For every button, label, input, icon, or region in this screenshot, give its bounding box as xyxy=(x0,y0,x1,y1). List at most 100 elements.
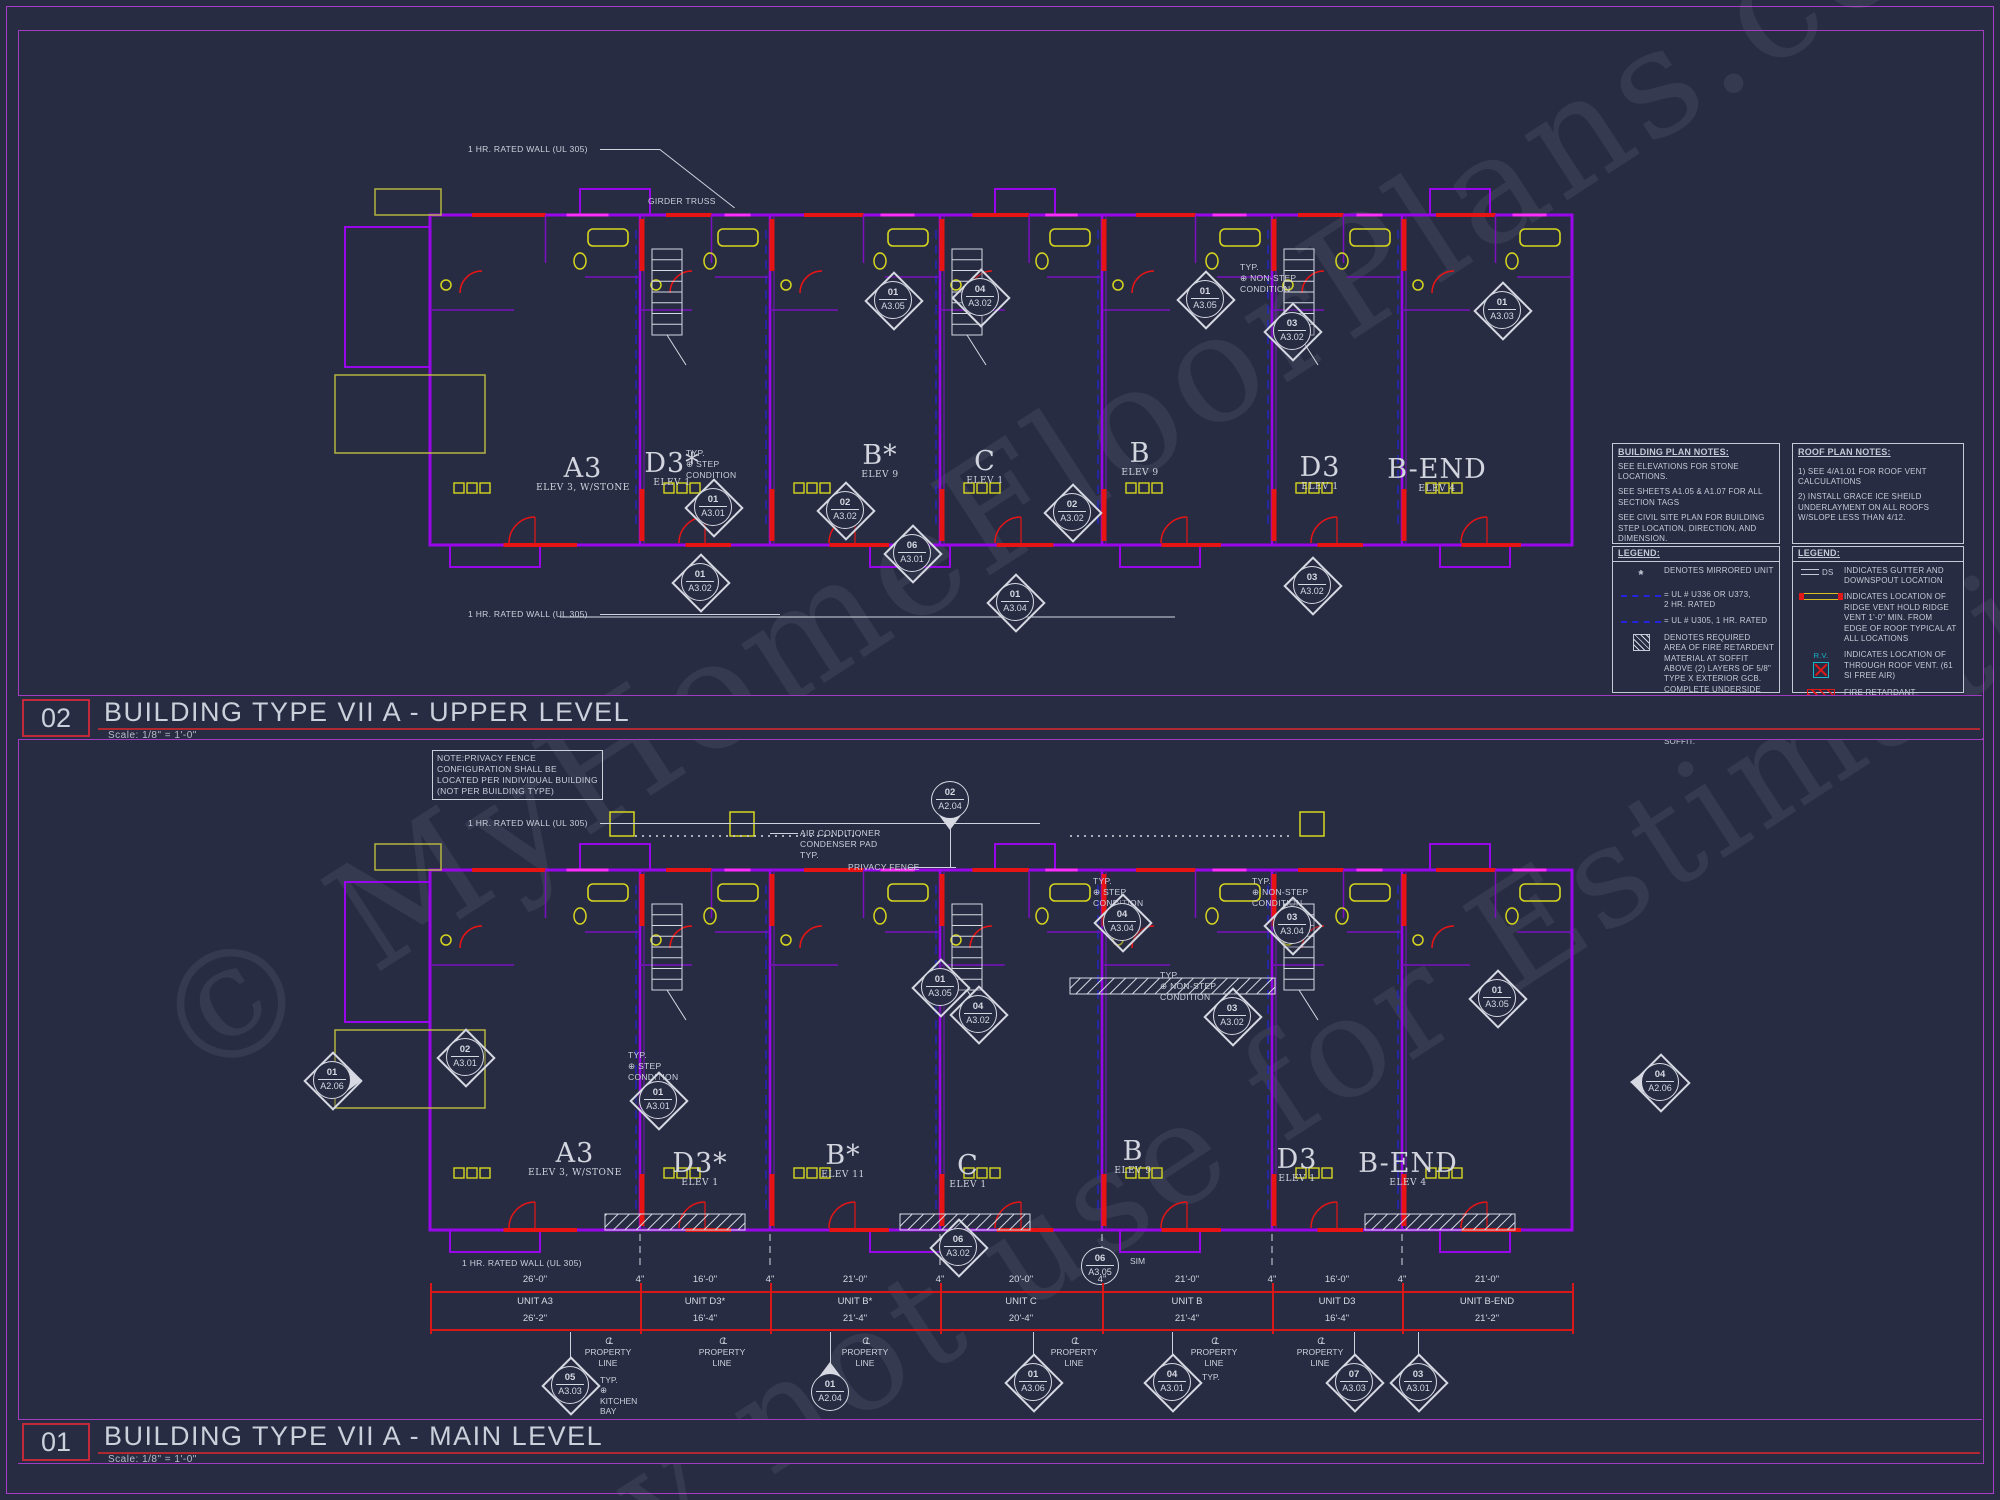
unit-name: UNIT B xyxy=(1171,1296,1203,1307)
rated-wall-label: 1 HR. RATED WALL (UL 305) xyxy=(468,818,588,828)
unit-name: UNIT B* xyxy=(837,1296,873,1307)
callout-number: 06 xyxy=(1094,1253,1106,1265)
note-item: 2) INSTALL GRACE ICE SHEILD UNDERLAYMENT… xyxy=(1798,492,1930,523)
non-step-note: TYP. ⊕ NON-STEP CONDITION xyxy=(1160,970,1217,1003)
upper-floor-plan-drawing xyxy=(334,188,1574,618)
gap-dimension: 4" xyxy=(635,1274,645,1285)
step-note: TYP. ⊕ STEP CONDITION xyxy=(686,448,737,481)
callout-sheet: A3.02 xyxy=(686,580,714,593)
callout-number: 01 xyxy=(652,1087,664,1099)
callout-sheet: A2.06 xyxy=(1646,1080,1674,1093)
dimension-value: 20'-4" xyxy=(1008,1313,1034,1324)
legend-title: LEGEND: xyxy=(1793,547,1963,562)
view-number: 01 xyxy=(22,1423,90,1461)
callout-sheet: A3.05 xyxy=(1086,1264,1114,1277)
rv-label: R.V. xyxy=(1813,651,1829,661)
leader-line xyxy=(770,833,798,834)
girder-truss-label: GIRDER TRUSS xyxy=(648,196,716,206)
callout-number: 01 xyxy=(1009,589,1021,601)
callout-sheet: A3.01 xyxy=(1158,1380,1186,1393)
dimension-value: 26'-0" xyxy=(522,1274,548,1285)
callout-number: 04 xyxy=(974,284,986,296)
callout-sheet: A3.02 xyxy=(1298,583,1326,596)
dimension-tick xyxy=(1102,1283,1104,1334)
leader-line xyxy=(908,867,956,868)
callout-sheet: A3.02 xyxy=(831,508,859,521)
dimension-value: 16'-0" xyxy=(692,1274,718,1285)
legend-text: = UL # U305, 1 HR. RATED xyxy=(1664,616,1768,626)
dimension-tick xyxy=(1272,1283,1274,1334)
callout-sheet: A3.05 xyxy=(879,298,907,311)
unit-label-bs: B*ELEV 9 xyxy=(861,440,899,480)
note-item: SEE SHEETS A1.05 & A1.07 FOR ALL SECTION… xyxy=(1618,487,1763,507)
main-floor-plan-drawing xyxy=(334,811,1574,1270)
privacy-fence-label: PRIVACY FENCE xyxy=(848,862,920,872)
gap-dimension: 4" xyxy=(765,1274,775,1285)
callout-number: 04 xyxy=(1654,1069,1666,1081)
view-number: 02 xyxy=(22,699,90,737)
gap-dimension: 4" xyxy=(935,1274,945,1285)
callout-sheet: A3.02 xyxy=(1058,510,1086,523)
leader-line xyxy=(830,1332,831,1364)
callout-number: 03 xyxy=(1412,1369,1424,1381)
note-item: SEE CIVIL SITE PLAN FOR BUILDING STEP LO… xyxy=(1618,513,1765,544)
dimension-value: 26'-2" xyxy=(522,1313,548,1324)
view-title: BUILDING TYPE VII A - UPPER LEVEL xyxy=(104,697,631,727)
callout-number: 04 xyxy=(1166,1369,1178,1381)
dimension-value: 16'-0" xyxy=(1324,1274,1350,1285)
callout-sheet: A3.04 xyxy=(1001,600,1029,613)
callout-number: 07 xyxy=(1348,1369,1360,1381)
dimension-value: 20'-0" xyxy=(1008,1274,1034,1285)
callout-sheet: A3.02 xyxy=(1218,1014,1246,1027)
callout-number: 03 xyxy=(1226,1003,1238,1015)
view-scale: Scale: 1/8" = 1'-0" xyxy=(108,1454,197,1465)
dimension-value: 16'-4" xyxy=(1324,1313,1350,1324)
kitchen-bay-note: TYP. ⊕ KITCHEN BAY xyxy=(600,1375,638,1416)
gap-dimension: 4" xyxy=(1397,1274,1407,1285)
building-plan-notes: BUILDING PLAN NOTES: SEE ELEVATIONS FOR … xyxy=(1612,443,1780,600)
leader-line xyxy=(600,149,660,150)
typ-tag: TYP. xyxy=(1202,1372,1220,1382)
legend-text: INDICATES LOCATION OF THROUGH ROOF VENT.… xyxy=(1844,650,1953,681)
callout-sheet: A2.06 xyxy=(318,1078,346,1091)
callout-sheet: A2.04 xyxy=(816,1390,844,1403)
leader-line xyxy=(1354,1332,1355,1354)
callout-number: 01 xyxy=(887,287,899,299)
legend-text: INDICATES GUTTER AND DOWNSPOUT LOCATION xyxy=(1844,565,1944,586)
dimension-tick xyxy=(640,1283,642,1334)
dimension-tick xyxy=(770,1283,772,1334)
dimension-tick xyxy=(430,1283,432,1334)
view-title: BUILDING TYPE VII A - MAIN LEVEL xyxy=(104,1421,604,1451)
gap-dimension: 4" xyxy=(1267,1274,1277,1285)
callout-sheet: A3.05 xyxy=(1483,996,1511,1009)
unit-label-d3s: D3*ELEV 1 xyxy=(672,1148,728,1188)
callout-number: 01 xyxy=(824,1379,836,1391)
roof-plan-notes: ROOF PLAN NOTES: 1) SEE 4/A1.01 FOR ROOF… xyxy=(1792,443,1964,544)
callout-number: 04 xyxy=(1116,909,1128,921)
dimension-tick xyxy=(940,1283,942,1334)
